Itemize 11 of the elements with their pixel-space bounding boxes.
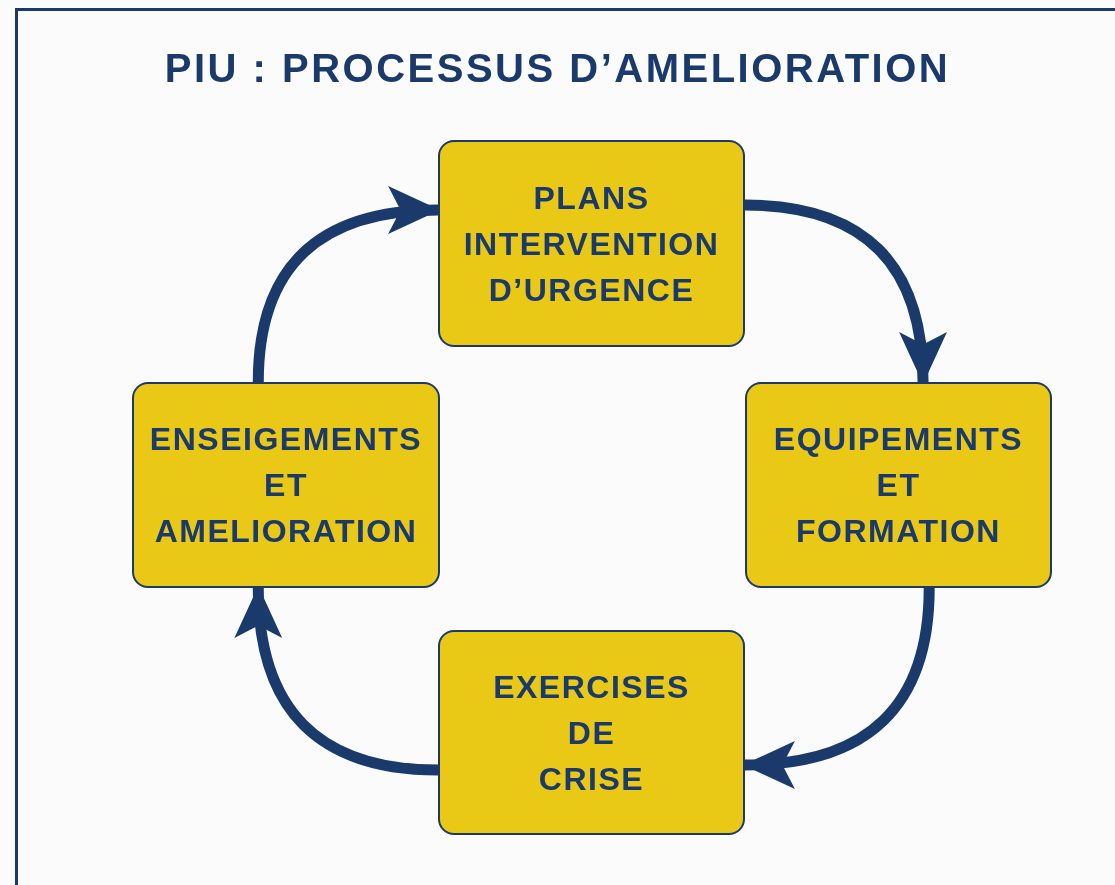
box-label: EXERCISES DE CRISE (493, 667, 690, 799)
curved-arrow (744, 199, 945, 385)
process-box (438, 630, 745, 835)
title: PIU : PROCESSUS D’AMELIORATION (163, 46, 952, 91)
curved-arrow (236, 585, 439, 776)
process-box (745, 382, 1052, 588)
box-label: PLANS INTERVENTION D’URGENCE (463, 178, 720, 310)
process-box (132, 382, 440, 588)
box-label: EQUIPEMENTS ET FORMATION (773, 420, 1024, 551)
process-box (438, 140, 745, 347)
box-label: ENSEIGEMENTS ET AMELIORATION (149, 420, 423, 551)
